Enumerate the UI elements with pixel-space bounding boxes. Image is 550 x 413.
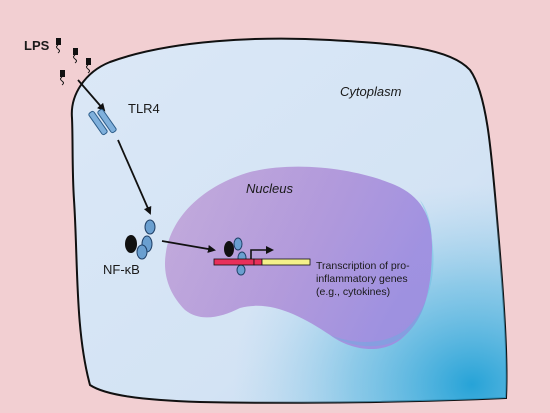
lps-molecule — [56, 38, 61, 54]
cytoplasm-label: Cytoplasm — [340, 84, 402, 99]
tlr4-label: TLR4 — [128, 101, 160, 116]
lps-label: LPS — [24, 38, 50, 53]
nfkb-complex-nucleus — [224, 237, 247, 276]
transcription-label-line2: inflammatory genes — [316, 273, 408, 285]
lps-molecules — [56, 38, 91, 86]
gene-bar — [213, 258, 311, 266]
transcription-label-line1: Transcription of pro- — [316, 260, 410, 272]
nfkb-label: NF-κB — [103, 262, 140, 277]
nucleus-label: Nucleus — [246, 181, 293, 196]
arrow-nfkb-to-nucleus — [161, 240, 216, 253]
nucleus-region — [164, 166, 432, 350]
lps-molecule — [86, 58, 91, 74]
nfkb-complex-cytoplasm — [125, 219, 156, 260]
gene-body-start — [253, 258, 263, 266]
arrow-lps-to-tlr4 — [77, 79, 106, 112]
lps-molecule — [73, 48, 78, 64]
arrow-tlr4-to-nfkb — [117, 139, 152, 215]
tlr4-receptor — [88, 108, 117, 136]
transcription-label-line3: (e.g., cytokines) — [316, 286, 390, 298]
gene-promoter — [213, 258, 255, 266]
transcription-start-arrow — [250, 246, 274, 259]
gene-body — [261, 258, 311, 266]
lps-molecule — [60, 70, 65, 86]
